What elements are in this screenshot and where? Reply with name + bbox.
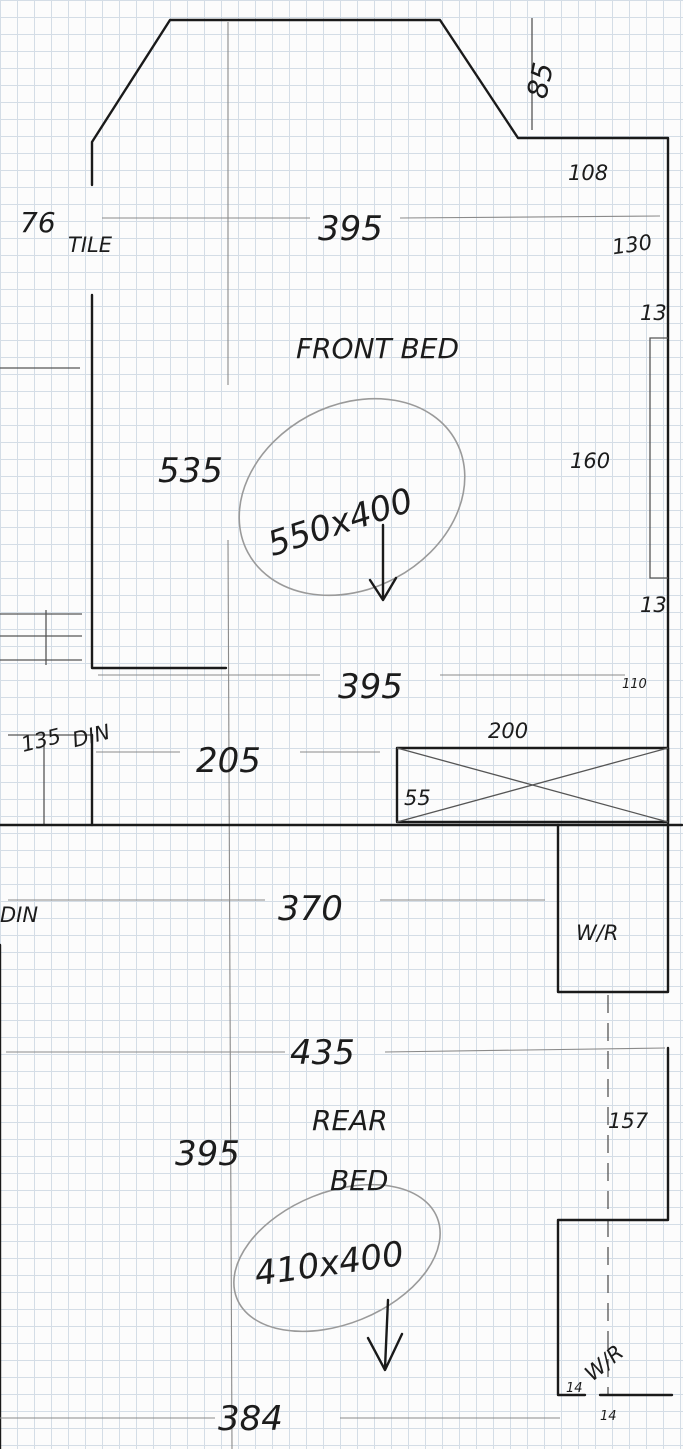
label-wr-bottom: W/R <box>580 1340 628 1386</box>
label-wardrobe-200: 200 <box>488 719 528 743</box>
label-window-160: 160 <box>570 449 610 473</box>
label-right-13b: 13 <box>640 593 667 617</box>
label-bay-side: 76 <box>20 206 56 239</box>
label-right-130: 130 <box>611 230 654 259</box>
bay-window-wall <box>90 18 670 827</box>
label-front-width-bottom: 395 <box>338 667 403 707</box>
rear-wardrobe-bottom <box>556 1046 670 1397</box>
label-right-110: 110 <box>622 677 647 692</box>
label-tile: TILE <box>68 233 113 257</box>
label-hall-135: 135 <box>19 724 64 757</box>
rear-size-note: 410x400 <box>252 1234 406 1294</box>
label-right-13a: 13 <box>640 301 667 325</box>
front-size-note: 550x400 <box>263 480 418 564</box>
label-wardrobe-55: 55 <box>404 786 431 810</box>
label-rear-370: 370 <box>278 889 343 929</box>
label-rear-157: 157 <box>608 1109 649 1133</box>
center-guide-line-lower <box>227 539 233 1449</box>
label-hall-din: DIN <box>70 720 113 753</box>
front-bed-label: FRONT BED <box>296 332 459 365</box>
label-front-height: 535 <box>158 451 223 491</box>
rear-down-arrow <box>366 1298 404 1372</box>
label-rear-435: 435 <box>290 1033 355 1073</box>
rear-wardrobe-top <box>556 823 670 994</box>
label-edge-din: DIN <box>0 903 38 927</box>
rear-bed-label-2: BED <box>330 1164 388 1197</box>
label-tiny-b: 14 <box>600 1409 617 1424</box>
label-bay-depth: 85 <box>520 60 560 102</box>
rear-size-oval <box>233 1183 441 1333</box>
front-window-recess <box>649 337 668 579</box>
front-bed-left-wall <box>90 293 228 670</box>
dim-line-395-top-right <box>399 215 661 219</box>
rear-bed-label-1: REAR <box>312 1104 388 1137</box>
label-tiny-a: 14 <box>566 1381 583 1396</box>
label-rear-height: 395 <box>175 1134 240 1174</box>
label-right-108: 108 <box>568 161 608 185</box>
dim-line-435-right <box>384 1047 666 1053</box>
label-rear-384: 384 <box>218 1399 283 1439</box>
built-in-wardrobe <box>395 746 670 824</box>
label-wr-top: W/R <box>576 921 618 945</box>
front-down-arrow <box>368 523 398 602</box>
label-hall-205: 205 <box>196 741 261 781</box>
label-front-width-top: 395 <box>318 209 383 249</box>
wardrobe-cross-b <box>396 747 669 823</box>
